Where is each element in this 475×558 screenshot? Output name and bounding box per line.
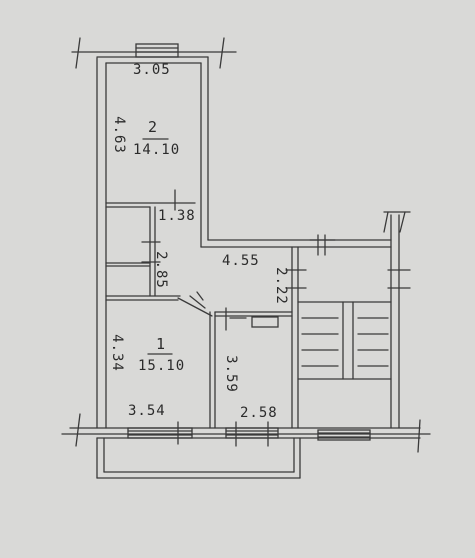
dim-hall-height: 2.22 <box>272 267 289 305</box>
balcony <box>96 437 301 479</box>
dim-top-width: 3.05 <box>133 62 171 78</box>
dim-corridor-width: 1.38 <box>158 208 196 224</box>
room1-area: 15.10 <box>138 358 186 374</box>
dim-room1-height: 4.34 <box>108 334 125 372</box>
bottom-wall-ticks <box>61 413 431 453</box>
staircase <box>297 301 392 380</box>
room2-number: 2 <box>148 118 159 136</box>
room2-area: 14.10 <box>133 142 181 158</box>
outer-walls <box>69 56 421 439</box>
dim-kitchen-width: 2.58 <box>240 405 278 421</box>
dim-corridor-height: 2.85 <box>152 251 169 289</box>
dim-room2-height: 4.63 <box>110 116 127 154</box>
room1-number: 1 <box>156 335 167 353</box>
dim-kitchen-height: 3.59 <box>222 355 239 393</box>
top-wall-ticks <box>71 37 237 69</box>
interior-walls <box>105 202 299 429</box>
dim-hall-width: 4.55 <box>222 253 260 269</box>
window-top <box>135 43 179 58</box>
dim-room1-width: 3.54 <box>128 403 166 419</box>
wall-ticks <box>141 189 411 331</box>
